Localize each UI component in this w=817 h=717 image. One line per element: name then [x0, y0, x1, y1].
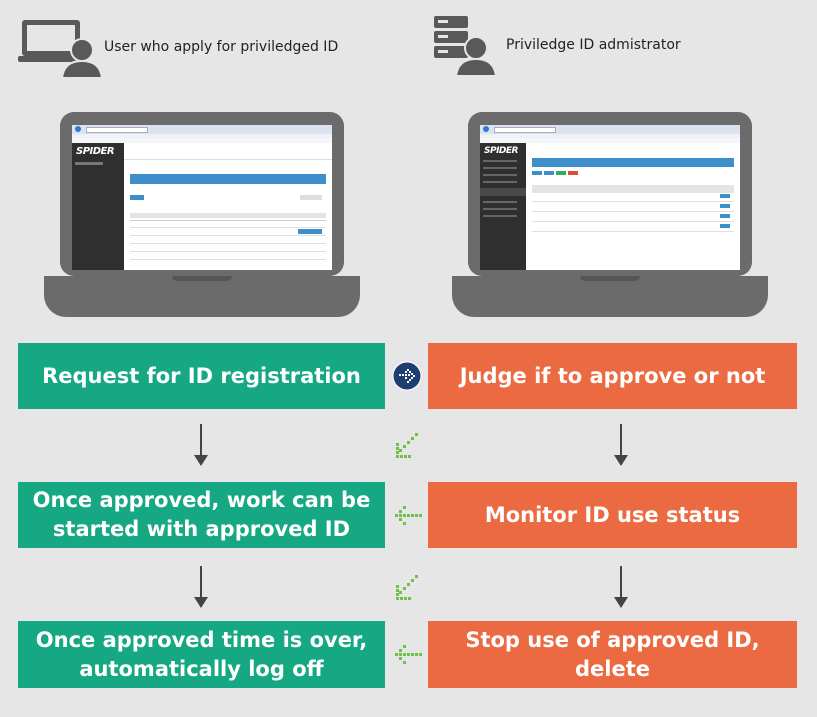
admin-screen-brand: SPIDER	[484, 146, 518, 156]
admin-server-icon	[432, 12, 512, 77]
applicant-screen-brand: SPIDER	[76, 146, 115, 157]
step-judge-approval: Judge if to approve or not	[428, 343, 797, 409]
step-monitor-usage: Monitor ID use status	[428, 482, 797, 548]
admin-role-label: Priviledge ID admistrator	[506, 37, 681, 53]
admin-laptop: SPIDER	[452, 112, 768, 317]
step-start-work: Once approved, work can be started with …	[18, 482, 385, 548]
user-icon	[18, 14, 108, 79]
step-stop-delete-id: Stop use of approved ID, delete	[428, 621, 797, 688]
flow-arrow-right-2	[614, 566, 628, 608]
applicant-screen: SPIDER	[72, 125, 332, 270]
flow-arrow-right-1	[614, 424, 628, 466]
step-auto-logoff: Once approved time is over, automaticall…	[18, 621, 385, 688]
dotted-arrow-icon	[391, 506, 425, 526]
admin-screen: SPIDER	[480, 125, 740, 270]
flow-arrow-left-1	[194, 424, 208, 466]
dotted-arrow-icon	[391, 645, 425, 665]
applicant-role-label: User who apply for priviledged ID	[104, 39, 339, 55]
flow-connector-icon	[392, 361, 422, 391]
dotted-arrow-icon	[393, 573, 423, 603]
dotted-arrow-icon	[393, 431, 423, 461]
step-request-registration: Request for ID registration	[18, 343, 385, 409]
applicant-laptop: SPIDER	[44, 112, 360, 317]
flow-arrow-left-2	[194, 566, 208, 608]
